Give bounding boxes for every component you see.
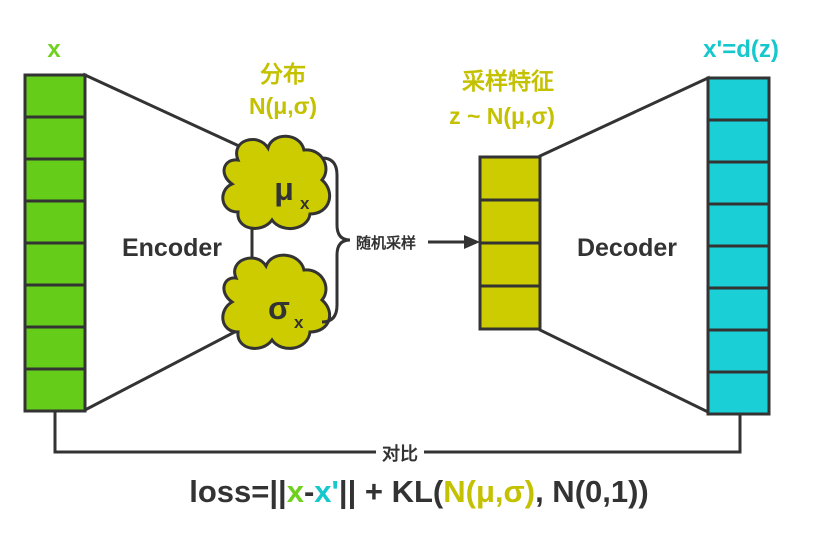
sampling-arrow-head (464, 235, 480, 249)
loss-suffix: , N(0,1)) (535, 474, 649, 509)
mu-symbol: μ (274, 171, 294, 207)
output-cell (706, 160, 771, 206)
output-cell (706, 370, 771, 416)
output-cell (706, 118, 771, 164)
output-cell (706, 76, 771, 122)
latent-cell (478, 155, 542, 202)
input-cell (23, 283, 87, 329)
input-cell (23, 325, 87, 371)
input-cell (23, 241, 87, 287)
input-cell (23, 73, 87, 119)
distribution-title: 分布 (260, 61, 306, 88)
sampled-feature-subtitle: z ~ N(μ,σ) (449, 103, 555, 129)
mu-cloud (221, 134, 332, 230)
output-cell (706, 244, 771, 290)
loss-dash: - (303, 474, 315, 509)
input-label: x (47, 36, 61, 63)
output-cell (706, 328, 771, 374)
output-vector (706, 76, 771, 416)
loss-formula: loss=||x-x'|| + KL(N(μ,σ), N(0,1)) (0, 474, 838, 510)
latent-cell (478, 241, 542, 288)
compare-label-bg (376, 440, 424, 464)
loss-x-prime: x' (314, 474, 339, 509)
output-cell (706, 202, 771, 248)
latent-cell (478, 198, 542, 245)
input-vector (23, 73, 87, 413)
output-cell (706, 286, 771, 332)
sigma-subscript: x (294, 313, 304, 332)
random-sampling-label: 随机采样 (356, 234, 416, 252)
encoder-label: Encoder (122, 234, 222, 262)
loss-x: x (286, 474, 304, 509)
sigma-symbol: σ (268, 290, 290, 326)
input-cell (23, 199, 87, 245)
input-cell (23, 115, 87, 161)
sampled-feature-title: 采样特征 (462, 68, 554, 95)
loss-prefix: loss=|| (189, 474, 287, 509)
decoder-label: Decoder (577, 234, 677, 262)
sigma-cloud (221, 253, 332, 350)
merge-bracket (321, 156, 351, 324)
latent-vector (478, 155, 542, 331)
loss-middle: || + KL( (338, 474, 444, 509)
mu-subscript: x (300, 194, 310, 213)
loss-dist: N(μ,σ) (443, 474, 536, 509)
compare-label: 对比 (382, 443, 418, 465)
input-cell (23, 367, 87, 413)
distribution-subtitle: N(μ,σ) (249, 93, 317, 119)
input-cell (23, 157, 87, 203)
output-label: x'=d(z) (703, 36, 779, 63)
latent-cell (478, 284, 542, 331)
